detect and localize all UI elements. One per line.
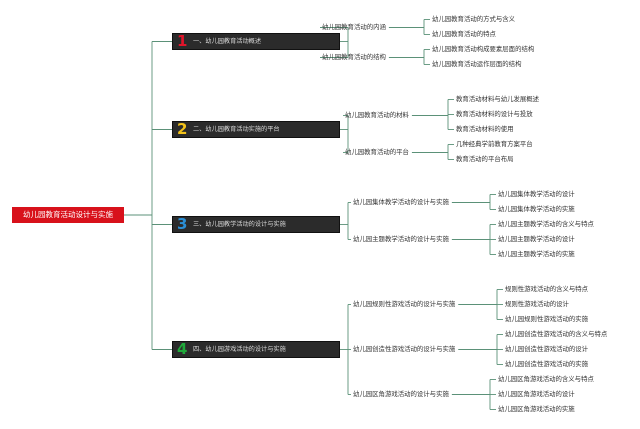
leaf-node-4-2-2[interactable]: 幼儿园创造性游戏活动的设计 [505,345,589,353]
sub-node-1-1[interactable]: 幼儿园教育活动的内涵 [322,23,386,31]
leaf-node-4-3-1[interactable]: 幼儿园区角游戏活动的含义与特点 [498,375,594,383]
leaf-node-1-2-1[interactable]: 幼儿园教育活动构成要素层面的结构 [432,45,535,53]
leaf-node-4-1-1[interactable]: 规则性游戏活动的含义与特点 [505,285,589,293]
leaf-node-4-2-1[interactable]: 幼儿园创造性游戏活动的含义与特点 [505,330,608,338]
leaf-node-3-2-2[interactable]: 幼儿园主题教学活动的设计 [498,235,575,243]
leaf-node-3-2-1[interactable]: 幼儿园主题教学活动的含义与特点 [498,220,594,228]
branch-node-1[interactable]: 1 一、幼儿园教育活动概述 [172,32,340,50]
leaf-node-1-2-2[interactable]: 幼儿园教育活动运作层面的结构 [432,60,522,68]
branch-label-2: 二、幼儿园教育活动实施的平台 [193,126,280,133]
leaf-node-2-1-3[interactable]: 教育活动材料的使用 [456,125,514,133]
branch-label-3: 三、幼儿园教学活动的设计与实施 [193,221,286,228]
leaf-node-2-1-2[interactable]: 教育活动材料的设计与投放 [456,110,533,118]
sub-node-2-2[interactable]: 幼儿园教育活动的平台 [345,148,409,156]
leaf-node-3-1-2[interactable]: 幼儿园集体教学活动的实施 [498,205,575,213]
leaf-node-2-2-1[interactable]: 几种经典学前教育方案平台 [456,140,533,148]
leaf-node-2-2-2[interactable]: 教育活动的平台布局 [456,155,514,163]
leaf-node-4-3-3[interactable]: 幼儿园区角游戏活动的实施 [498,405,575,413]
root-node[interactable]: 幼儿园教育活动设计与实施 [12,207,124,223]
sub-node-4-2[interactable]: 幼儿园创造性游戏活动的设计与实施 [353,345,456,353]
branch-number-4: 4 [177,340,188,358]
branch-label-4: 四、幼儿园游戏活动的设计与实施 [193,346,286,353]
branch-number-1: 1 [177,32,188,50]
branch-node-3[interactable]: 3 三、幼儿园教学活动的设计与实施 [172,215,340,233]
branch-number-2: 2 [177,120,188,138]
branch-label-1: 一、幼儿园教育活动概述 [193,38,262,45]
leaf-node-3-1-1[interactable]: 幼儿园集体教学活动的设计 [498,190,575,198]
leaf-node-3-2-3[interactable]: 幼儿园主题教学活动的实施 [498,250,575,258]
leaf-node-4-2-3[interactable]: 幼儿园创造性游戏活动的实施 [505,360,589,368]
sub-node-4-1[interactable]: 幼儿园规则性游戏活动的设计与实施 [353,300,456,308]
sub-node-2-1[interactable]: 幼儿园教育活动的材料 [345,111,409,119]
branch-node-2[interactable]: 2 二、幼儿园教育活动实施的平台 [172,120,340,138]
leaf-node-1-1-1[interactable]: 幼儿园教育活动的方式与含义 [432,15,516,23]
leaf-node-4-1-2[interactable]: 规则性游戏活动的设计 [505,300,569,308]
branch-number-3: 3 [177,215,188,233]
leaf-node-4-1-3[interactable]: 幼儿园规则性游戏活动的实施 [505,315,589,323]
sub-node-3-2[interactable]: 幼儿园主题教学活动的设计与实施 [353,235,449,243]
leaf-node-1-1-2[interactable]: 幼儿园教育活动的特点 [432,30,496,38]
sub-node-1-2[interactable]: 幼儿园教育活动的结构 [322,53,386,61]
branch-node-4[interactable]: 4 四、幼儿园游戏活动的设计与实施 [172,340,340,358]
leaf-node-4-3-2[interactable]: 幼儿园区角游戏活动的设计 [498,390,575,398]
leaf-node-2-1-1[interactable]: 教育活动材料与幼儿发展概述 [456,95,540,103]
sub-node-3-1[interactable]: 幼儿园集体教学活动的设计与实施 [353,198,449,206]
sub-node-4-3[interactable]: 幼儿园区角游戏活动的设计与实施 [353,390,449,398]
